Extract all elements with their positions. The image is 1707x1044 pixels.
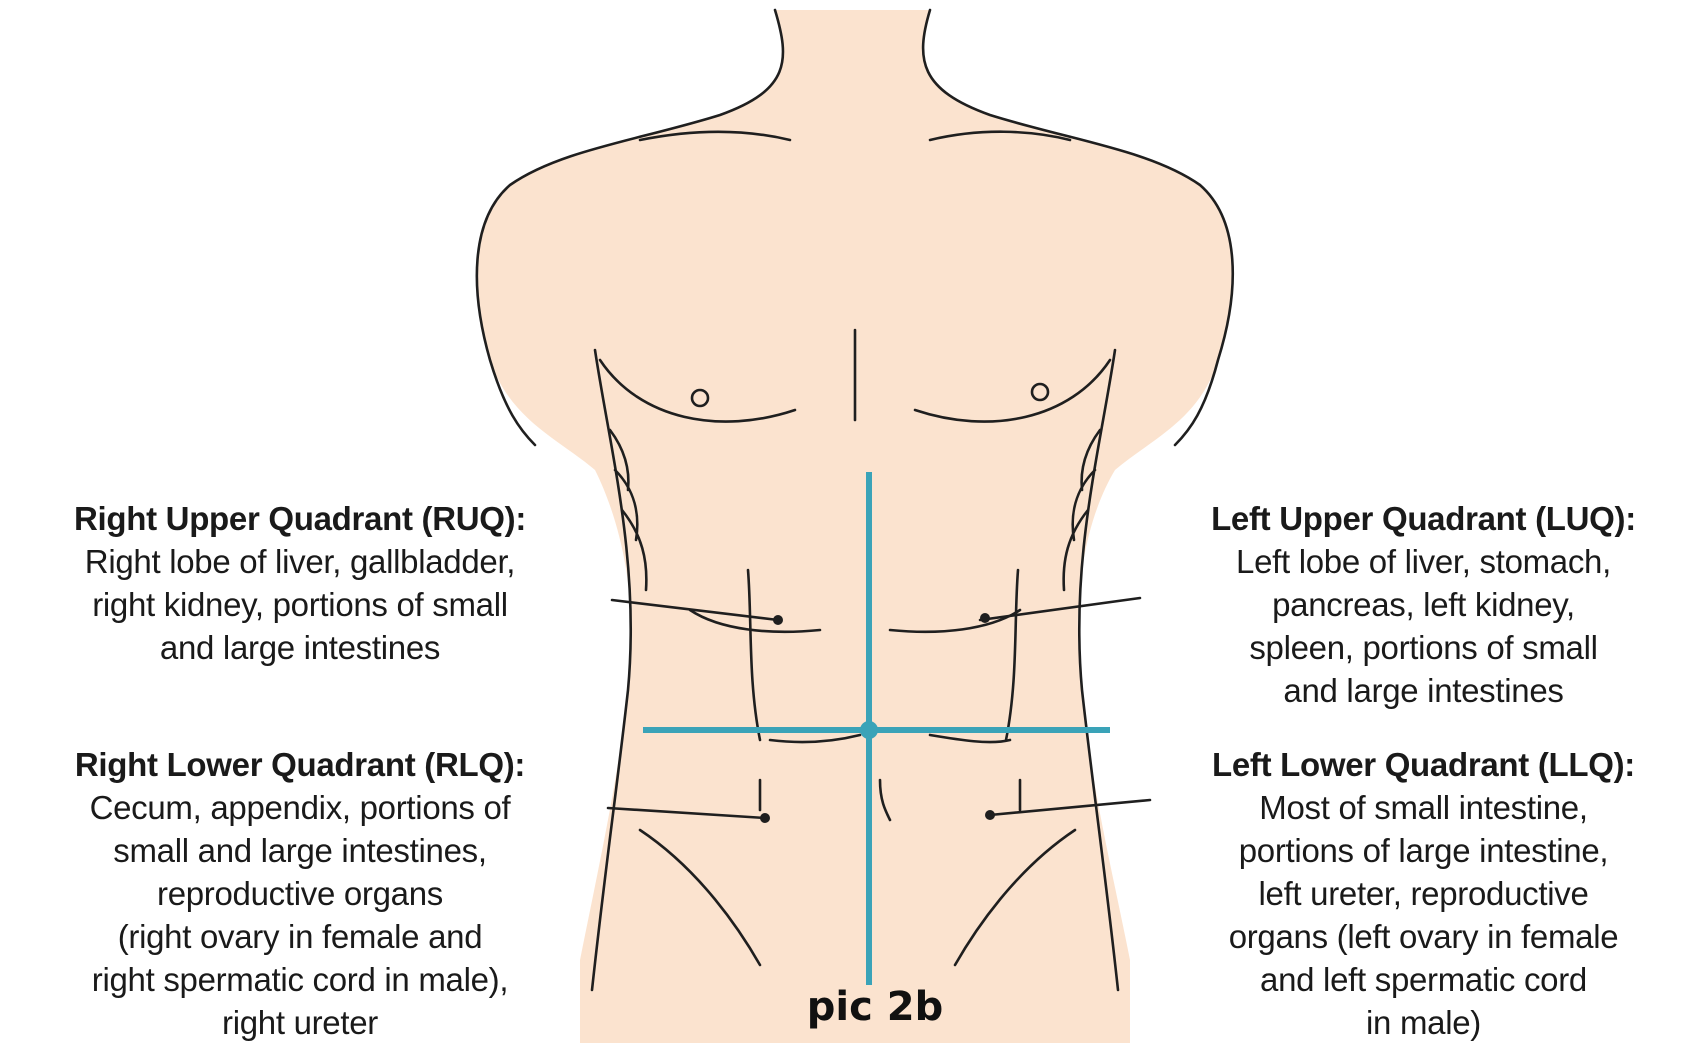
figure-caption: pic 2b [760,984,990,1030]
rlq-label: Right Lower Quadrant (RLQ): Cecum, appen… [0,743,600,1044]
rlq-line: small and large intestines, [0,829,600,872]
rlq-line: (right ovary in female and [0,915,600,958]
rlq-title: Right Lower Quadrant (RLQ): [0,743,600,786]
llq-line: organs (left ovary in female [1140,915,1707,958]
llq-line: Most of small intestine, [1140,786,1707,829]
luq-line: Left lobe of liver, stomach, [1140,540,1707,583]
llq-line: portions of large intestine, [1140,829,1707,872]
luq-line: pancreas, left kidney, [1140,583,1707,626]
ruq-title: Right Upper Quadrant (RUQ): [0,497,600,540]
llq-line: left ureter, reproductive [1140,872,1707,915]
luq-title: Left Upper Quadrant (LUQ): [1140,497,1707,540]
luq-label: Left Upper Quadrant (LUQ): Left lobe of … [1140,497,1707,712]
luq-line: spleen, portions of small [1140,626,1707,669]
rlq-line: right spermatic cord in male), [0,958,600,1001]
ruq-line: right kidney, portions of small [0,583,600,626]
llq-label: Left Lower Quadrant (LLQ): Most of small… [1140,743,1707,1044]
llq-title: Left Lower Quadrant (LLQ): [1140,743,1707,786]
luq-line: and large intestines [1140,669,1707,712]
rlq-line: Cecum, appendix, portions of [0,786,600,829]
ruq-label: Right Upper Quadrant (RUQ): Right lobe o… [0,497,600,669]
llq-line: in male) [1140,1001,1707,1044]
llq-line: and left spermatic cord [1140,958,1707,1001]
ruq-line: and large intestines [0,626,600,669]
rlq-line: right ureter [0,1001,600,1044]
rlq-line: reproductive organs [0,872,600,915]
ruq-line: Right lobe of liver, gallbladder, [0,540,600,583]
umbilicus [860,721,878,739]
